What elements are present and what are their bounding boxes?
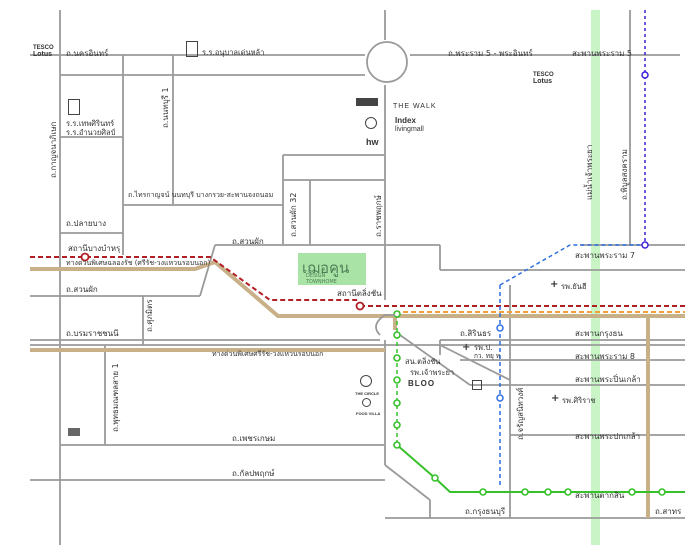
- poi-label-thep: ร.ร.เทพศิรินทร์: [66, 119, 115, 128]
- road-label-nonthaburi: ถ.นนทบุรี 1: [161, 87, 170, 128]
- poi-label-chaophraya: รพ.เจ้าพระยา: [410, 368, 455, 377]
- the-circle-label: THE CIRCLE: [355, 391, 379, 396]
- food-villa-icon: [362, 398, 371, 407]
- road-label-charan-sanitwong: ถ.จรัญสนิทวงศ์: [516, 387, 525, 440]
- road-label-bridge-pinklao: สะพานพระปิ่นเกล้า: [575, 375, 641, 384]
- index-logo: Index: [395, 116, 416, 125]
- road-label-bridge-rama8: สะพานพระราม 8: [575, 352, 635, 361]
- tesco-logo-top-right: TESCO Lotus: [533, 72, 554, 85]
- road-label-bridge-rama5: สะพานพระราม 5: [572, 49, 632, 58]
- road-label-phibunsongkhram: ถ.พิบูลสงคราม: [620, 149, 629, 200]
- project-subtitle-1: DESIGN: [306, 273, 326, 279]
- road-label-bridge-krungthon: สะพานกรุงธน: [575, 329, 623, 338]
- bang-bamru-station-marker: [80, 252, 90, 262]
- canal-strip: [591, 10, 600, 545]
- road-label-phetkasem: ถ.เพชรเกษม: [232, 434, 276, 443]
- index-logo-sub: livingmall: [395, 126, 424, 133]
- road-network: [30, 10, 685, 545]
- hospital-plus-icon: +: [462, 342, 471, 353]
- road-label-kanlapaphruek: ถ.กาญจนาภิเษก: [49, 121, 58, 178]
- project-name: เฌอคูน: [302, 259, 350, 277]
- road-label-borommaratchachonnani: ถ.บรมราชชนนี: [66, 329, 119, 338]
- food-villa-label: FOOD VILLA: [356, 411, 381, 416]
- tesco-logo-top-left: TESCO Lotus: [33, 45, 54, 58]
- hospital-building-icon: [68, 99, 80, 115]
- road-label-sirinthorn: ถ.สิรินธร: [460, 329, 492, 338]
- road-label-bridge-phra-pokklao: สะพานพระปกเกล้า: [575, 432, 641, 441]
- expressway-line: [30, 259, 685, 518]
- road-label-phra-ram5: ถ.พระราม 5 - พระอินทร์: [448, 49, 533, 58]
- road-label-sai-bang-kruai: ถ.ไทรกาญจน์ นนทบุรี บางกรวย-สะพานจงถนอม: [128, 191, 274, 199]
- the-circle-icon: [360, 375, 372, 387]
- road-label-sathon: ถ.สาทร: [655, 507, 682, 516]
- bts-stations: [393, 310, 666, 496]
- road-label-bridge-taksin: สะพานตากสิน: [575, 491, 625, 500]
- road-label-suan-phak-top: ถ.สวนผัก: [232, 237, 264, 246]
- hw-logo: hw: [366, 137, 379, 147]
- taling-chan-station-marker: [355, 301, 365, 311]
- road-label-pa-lam-bang: ถ.ปลายบาง: [66, 219, 107, 228]
- hospital-plus-icon: +: [550, 279, 559, 290]
- mrt-blue-line: [499, 244, 645, 286]
- road-label-kanlapaphruek2: ถ.กัลปพฤกษ์: [232, 469, 275, 478]
- project-box[interactable]: เฌอคูน DESIGN TOWNHOME: [298, 253, 366, 285]
- poi-label-yanhee: รพ.ยันฮี: [561, 282, 587, 291]
- mrt-station: [496, 324, 504, 332]
- mall-icon: [472, 380, 482, 390]
- bts-green-line: [396, 444, 685, 493]
- school-label: ร.ร.อนุบาลเด่นหล้า: [202, 48, 265, 57]
- road-label-ratchaphruek: ถ.ราชพฤกษ์: [374, 195, 383, 237]
- blao-logo: BLOO: [408, 379, 436, 388]
- station-label-bang-bamru: สถานีบางบำหรุ: [68, 244, 121, 253]
- purple-line-station: [641, 71, 649, 79]
- poi-label-pw2: กว. ทยุ ท: [474, 352, 501, 360]
- road-label-phutthamonthon: ถ.พุทธมณฑลสาย 1: [111, 363, 120, 432]
- hospital-plus-icon: +: [551, 393, 560, 404]
- road-label-chao-phraya-river: แม่น้ำเจ้าพระยา: [585, 144, 594, 200]
- shop-logo-icon: [68, 428, 80, 436]
- road-label-bridge-rama7: สะพานพระราม 7: [575, 251, 635, 260]
- road-label-suan-phak-32: ถ.สวนผัก 32: [289, 192, 298, 237]
- poi-label-amnuay: ร.ร.อำนวยศิลป์: [66, 128, 116, 137]
- road-label-nakhon-in: ถ.นครอินทร์: [66, 49, 109, 58]
- mrt-station: [496, 394, 504, 402]
- interchange-loop: [375, 314, 395, 336]
- purple-line-station: [641, 241, 649, 249]
- road-label-krung-thonburi: ถ.กรุงธนบุรี: [465, 507, 506, 516]
- poi-label-taling-chan: สน.ตลิ่งชัน: [405, 357, 441, 366]
- the-walk-logo: THE WALK: [393, 103, 437, 110]
- roundabout: [366, 41, 408, 83]
- school-icon: [186, 41, 198, 57]
- c-logo-icon: [365, 117, 377, 129]
- road-label-expressway-2: ทางด่วนพิเศษศรีรัช-วงแหวนรอบนอก: [212, 350, 324, 358]
- red-line-railway: [30, 256, 360, 301]
- road-label-suan-phak-left: ถ.สวนผัก: [66, 285, 98, 294]
- road-label-expressway: ทางด่วนพิเศษฉลองรัช (ศรีรัช-วงแหวนรอบนอก…: [66, 259, 211, 267]
- station-label-taling-chan: สถานีตลิ่งชัน: [337, 289, 382, 298]
- poi-label-pw: รพ.ป.: [474, 343, 493, 352]
- road-label-kudsadee: ถ.ศุภมิตร: [145, 299, 154, 332]
- store-logo-icon: [356, 98, 378, 106]
- poi-label-siriraj: รพ.ศิริราช: [562, 396, 596, 405]
- project-subtitle-2: TOWNHOME: [306, 279, 337, 285]
